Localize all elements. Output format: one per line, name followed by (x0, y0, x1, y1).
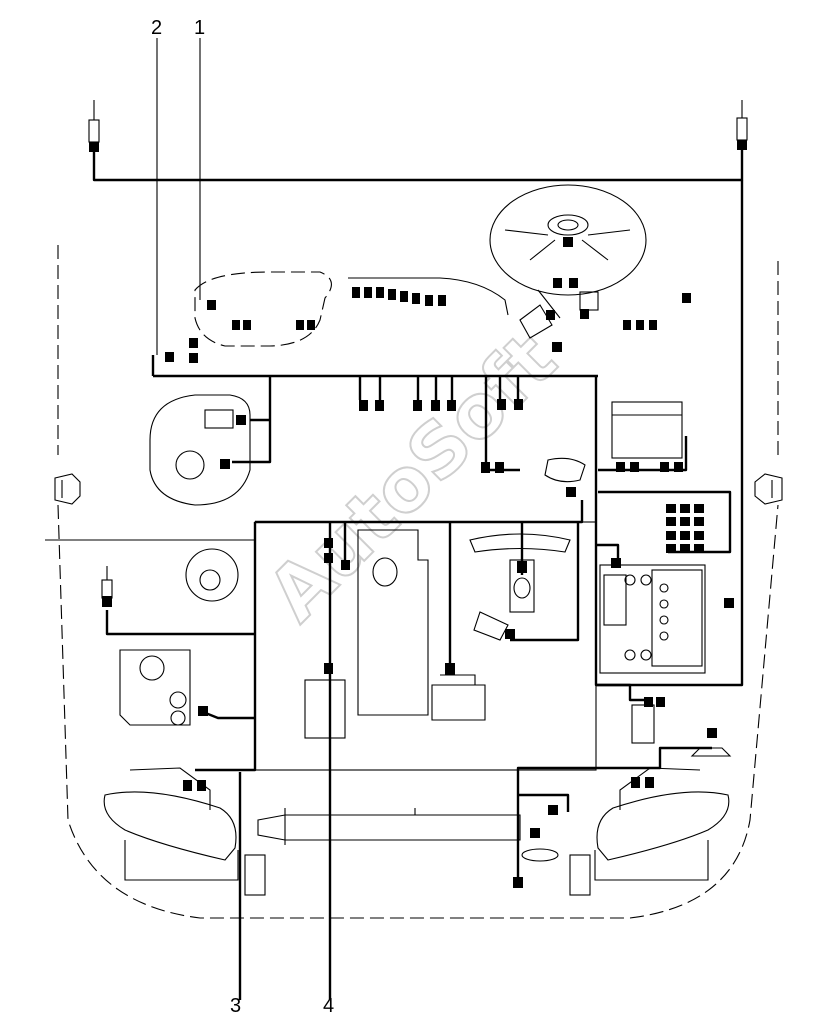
rear-antenna-right (736, 100, 748, 150)
fuse-box (599, 564, 706, 674)
blower-unit (149, 394, 251, 506)
callout-4: 4 (323, 995, 334, 1017)
watermark-text: AutoSoft (252, 317, 573, 638)
left-reservoir (119, 649, 191, 726)
steering-wheel (489, 184, 647, 339)
horn-right (631, 704, 732, 757)
right-mirror (754, 473, 783, 505)
left-mirror (54, 473, 81, 505)
left-headlamp (103, 767, 266, 896)
connectors (102, 237, 734, 888)
callout-leaders (156, 38, 331, 990)
callout-2: 2 (151, 17, 162, 39)
radiator (257, 808, 559, 862)
engine-bay (185, 457, 597, 771)
instrument-panel-area (194, 271, 509, 347)
vehicle-body-outline (57, 245, 779, 919)
rear-antenna-left (88, 100, 100, 152)
callout-1: 1 (194, 17, 205, 39)
right-headlamp (569, 767, 730, 896)
front-left-antenna (101, 566, 113, 599)
callout-3: 3 (230, 995, 241, 1017)
control-unit (611, 401, 683, 459)
